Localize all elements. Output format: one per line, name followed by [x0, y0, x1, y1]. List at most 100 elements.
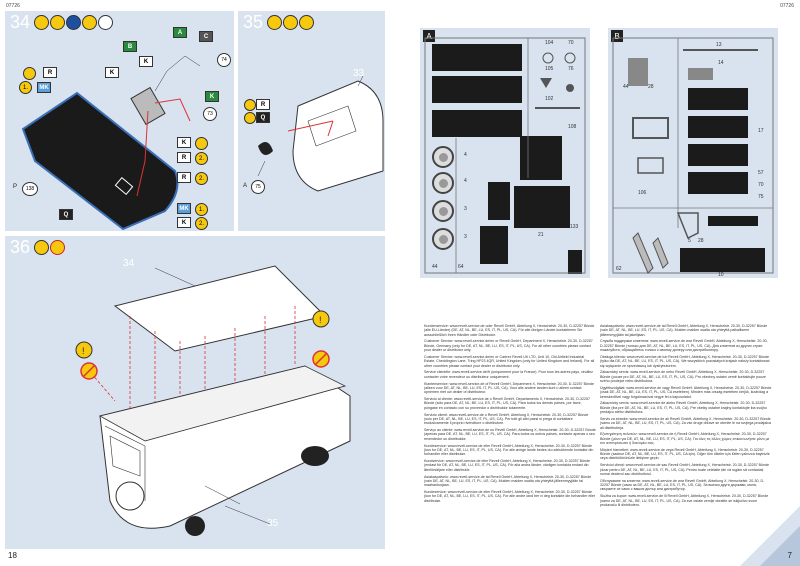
service-gr: Εξυπηρέτηση πελατών: www.revell-service.…: [600, 432, 770, 445]
part-35-label: 35: [267, 518, 279, 529]
right-page: 07726 A 104 70 105 76 102 108 4: [400, 0, 800, 566]
step-36-panel: 36: [5, 236, 385, 549]
service-no: Kundeservice: www.revell-service.de elle…: [424, 490, 596, 503]
a-num-108: 108: [568, 124, 577, 130]
article-code-right: 07726: [780, 3, 794, 9]
service-fi: Asiakaspalvelu: www.revell-service.de ta…: [424, 474, 592, 488]
step34-badge-a: [23, 67, 36, 80]
sprue-a-part-6: [480, 226, 508, 264]
svg-text:!: !: [319, 315, 322, 325]
part-138: 138: [22, 182, 38, 196]
sprue-a-panel: A 104 70 105 76 102 108 4 4 3 3: [420, 28, 590, 278]
service-pl: Obsługa klienta: www.revell-service.de l…: [600, 354, 770, 368]
k-tag-center: K: [139, 56, 153, 67]
part-73: 73: [203, 107, 217, 121]
q-tag-35: Q: [256, 112, 270, 123]
sprue-a-part-2: [432, 76, 522, 103]
b-num-57: 57: [758, 170, 764, 176]
service-se: Kundservice: www.revell-service.de eller…: [424, 459, 590, 472]
brush-icon-35: [299, 15, 314, 30]
paint-icon-35: [283, 15, 298, 30]
b-num-10: 10: [718, 272, 724, 278]
b-num-28b: 28: [698, 238, 704, 244]
service-dk: Kundeservice: www.revell-service.de elle…: [424, 443, 594, 457]
service-nl: Klantenservice: www.revell-service.de of…: [424, 381, 594, 395]
a-num-4b: 4: [464, 178, 467, 184]
step-number-36: 36: [10, 237, 31, 257]
step34-badge-b: [195, 137, 208, 150]
service-it: Servizio clienti: www.revell-service.de …: [424, 412, 589, 426]
service-fr: Service clientèle: www.revell-service.de…: [424, 370, 593, 379]
b-num-5: 5: [688, 238, 691, 244]
a-num-70: 70: [568, 40, 574, 46]
step-34-illustration: [21, 55, 201, 231]
page-number-left: 18: [8, 551, 17, 560]
service-fi-r: Asiakaspalvelu: www.revell-service.de ta…: [600, 324, 768, 337]
wheel-1: [432, 146, 454, 168]
mk-tag-top: MK: [37, 82, 51, 93]
step35-badge-a: [244, 99, 256, 111]
brush-icon: [82, 15, 97, 30]
mk-tag-bottom: MK: [177, 203, 191, 214]
service-hr: Služba za kupce: www.revell-service.de i…: [600, 494, 769, 507]
svg-text:!: !: [82, 346, 85, 356]
green-tag-k: K: [205, 91, 219, 102]
sprue-b-part-1: [688, 88, 748, 110]
sprue-b-frame: [612, 37, 774, 274]
service-es: Servicio al cliente: www.revell-service.…: [424, 397, 590, 410]
service-ru: Служба поддержки клиентов: www.revell-se…: [600, 339, 768, 353]
service-hu: Ügyfélszolgálat: www.revell-service.de v…: [600, 385, 772, 399]
b-num-17: 17: [758, 128, 764, 134]
service-pt: Serviço ao cliente: www.revell-service.d…: [424, 428, 596, 441]
paint-icon: [50, 15, 65, 30]
service-sk: Zákaznícky servis: www.revell-service.de…: [600, 401, 767, 415]
step-36-illustration: ! !: [75, 265, 351, 536]
step34-badge-2c: 2.: [195, 217, 208, 230]
k-tag-right: K: [177, 137, 191, 148]
part-75: 75: [251, 180, 265, 194]
k-tag-left: K: [105, 67, 119, 78]
corner-decoration: [740, 506, 800, 566]
r-tag: R: [43, 67, 57, 78]
service-cz: Zákaznický servis: www.revell-service.de…: [600, 370, 766, 384]
a-num-104: 104: [545, 40, 554, 46]
a-num-64: 64: [458, 264, 464, 270]
a-num-21: 21: [538, 232, 544, 238]
a-num-44: 44: [432, 264, 438, 270]
sprue-a-part-1: [432, 44, 522, 71]
p-label: P: [13, 184, 18, 190]
service-ro: Serviciul clienți: www.revell-service.de…: [600, 463, 769, 476]
step34-badge-2a: 2.: [195, 152, 208, 165]
step34-badge-2b: 2.: [195, 172, 208, 185]
step34-badge-1b: 1.: [195, 203, 208, 216]
sprue-b-part-2: [688, 116, 748, 138]
sprue-a-part-5: [488, 182, 510, 220]
service-column-right: Asiakaspalvelu: www.revell-service.de ta…: [600, 324, 772, 546]
sprue-b-part-6: [680, 248, 765, 272]
sprue-b-part-5: [708, 216, 758, 226]
glue-icon: [34, 15, 49, 30]
wheel-3: [432, 200, 454, 222]
a-num-102: 102: [545, 96, 554, 102]
service-uk: Customer Service: www.revell-service.de/…: [424, 354, 595, 368]
service-en: Customer Service: www.revell-service.de/…: [424, 339, 593, 353]
glue-icon-35: [267, 15, 282, 30]
part-34-label: 34: [123, 258, 135, 269]
a-num-76: 76: [568, 66, 574, 72]
k-tag-bottom: K: [177, 217, 191, 228]
article-code-left: 07726: [6, 3, 20, 9]
part-74: 74: [217, 53, 231, 67]
decal-icon: [66, 15, 81, 30]
r-tag-right-2: R: [177, 172, 191, 183]
a-num-105: 105: [545, 66, 554, 72]
left-page: 07726 34 R 1. MK K K A C B K: [5, 3, 385, 560]
step-number-34: 34: [10, 12, 31, 32]
r-tag-35: R: [256, 99, 270, 110]
service-de: Kundenservice: www.revell-service.de ode…: [424, 324, 595, 337]
service-tr: Müşteri hizmetleri: www.revell-service.d…: [600, 447, 770, 461]
step-number-35: 35: [243, 12, 264, 32]
sprue-a-part-7: [514, 186, 570, 228]
q-tag: Q: [59, 209, 73, 220]
wheel-4: [432, 228, 454, 250]
step-34-panel: 34 R 1. MK K K A C B K 74 73 K: [5, 11, 234, 231]
